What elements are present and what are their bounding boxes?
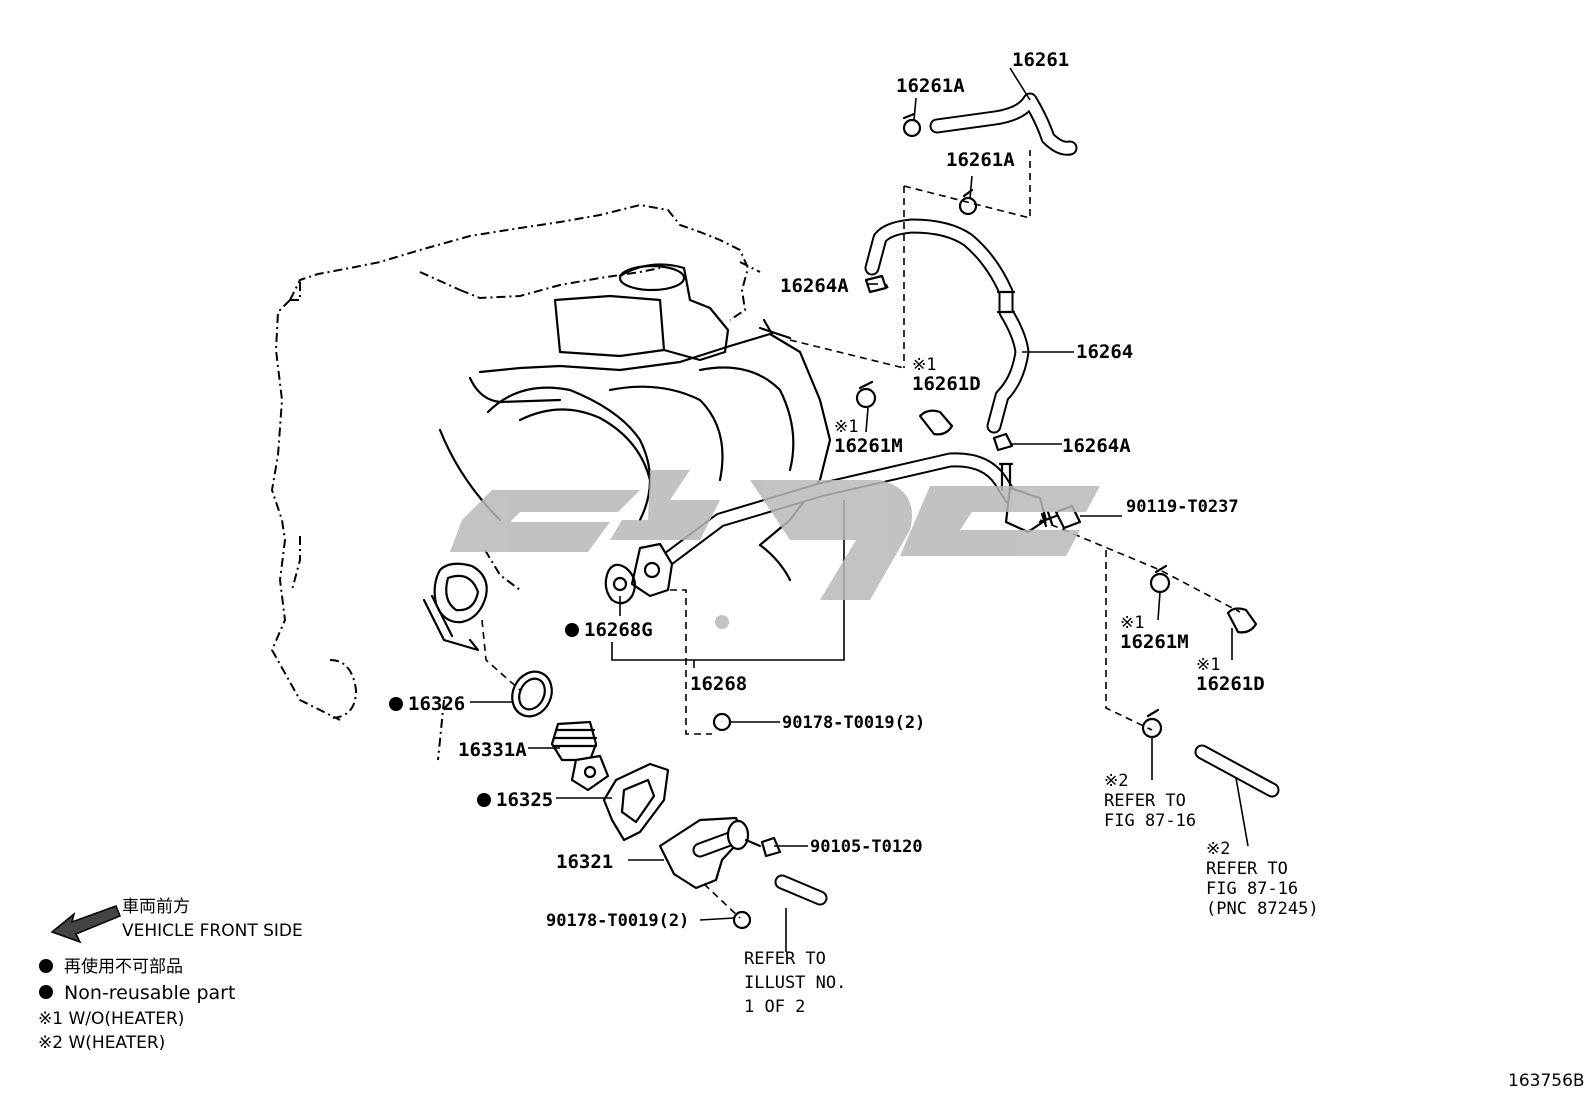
gasket-16268G xyxy=(604,563,637,605)
water-inlet-16321 xyxy=(658,816,750,890)
label-16321: 16321 xyxy=(556,851,613,873)
mark-1-b: ※1 xyxy=(834,417,858,437)
clamp-heater-lower xyxy=(1141,708,1163,739)
mark-1-c: ※1 xyxy=(1120,613,1144,633)
reference-notes: ※2 REFER TO FIG 87-16 ※2 REFER TO FIG 87… xyxy=(744,771,1319,1017)
label-16264: 16264 xyxy=(1076,341,1133,363)
heater-hose-lower xyxy=(1194,744,1280,798)
label-90178-T0019-upper: 90178-T0019(2) xyxy=(782,713,925,733)
hose-16264 xyxy=(864,218,1030,434)
ref1-line1: REFER TO xyxy=(1104,791,1186,811)
non-reusable-bullet-icon-jp xyxy=(39,959,53,973)
non-reusable-bullet-icon-en xyxy=(39,985,53,999)
legend-front-en: VEHICLE FRONT SIDE xyxy=(122,921,303,941)
seal-16326 xyxy=(511,670,553,718)
clamp-16264A-lower xyxy=(992,432,1014,452)
clamp-16261M-upper xyxy=(855,380,877,409)
figure-id: 163756B xyxy=(1508,1071,1585,1091)
nut-90178-T0019-upper xyxy=(712,712,732,732)
part-labels: 16261 16261A 16261A 16264A 16264 ※1 1626… xyxy=(389,49,1265,931)
gasket-16325 xyxy=(602,762,670,842)
label-16261A-mid: 16261A xyxy=(946,149,1015,171)
mark-2-b: ※2 xyxy=(1206,839,1230,859)
label-90119-T0237: 90119-T0237 xyxy=(1126,497,1239,517)
non-reusable-marker-16326 xyxy=(389,697,403,711)
clamp-16261A-mid xyxy=(958,188,978,216)
label-16264A-upper: 16264A xyxy=(780,275,849,297)
thermostat-16331A xyxy=(550,720,610,792)
label-16264A-lower: 16264A xyxy=(1062,435,1131,457)
label-16261: 16261 xyxy=(1012,49,1069,71)
label-16268: 16268 xyxy=(690,673,747,695)
radiator-hose-inlet xyxy=(774,874,828,906)
cap-16261D-upper xyxy=(918,409,954,436)
clamp-16261M-right xyxy=(1149,564,1171,594)
nut-90178-T0019-lower xyxy=(732,910,752,930)
legend-front-jp: 車両前方 xyxy=(122,897,190,917)
label-16326: 16326 xyxy=(408,693,465,715)
label-16261D-right: 16261D xyxy=(1196,673,1265,695)
mark-1-d: ※1 xyxy=(1196,655,1220,675)
label-90178-T0019-lower: 90178-T0019(2) xyxy=(546,911,689,931)
label-16261M-right: 16261M xyxy=(1120,631,1189,653)
clamp-16261A-top xyxy=(902,112,922,138)
non-reusable-marker-16325 xyxy=(477,793,491,807)
ref3-line1: REFER TO xyxy=(744,949,826,969)
label-16261A-top: 16261A xyxy=(896,75,965,97)
ref2-line3: (PNC 87245) xyxy=(1206,899,1319,919)
ref3-line3: 1 OF 2 xyxy=(744,997,805,1017)
ref2-line1: REFER TO xyxy=(1206,859,1288,879)
vehicle-front-arrow-icon xyxy=(50,905,121,944)
legend-note2: ※2 W(HEATER) xyxy=(38,1033,165,1053)
label-16331A: 16331A xyxy=(458,739,527,761)
label-16268G: 16268G xyxy=(584,619,653,641)
ref3-line2: ILLUST NO. xyxy=(744,973,846,993)
assembly-dash-lines xyxy=(481,150,1241,919)
legend: 車両前方 VEHICLE FRONT SIDE 再使用不可部品 Non-reus… xyxy=(38,897,303,1053)
ref2-line2: FIG 87-16 xyxy=(1206,879,1298,899)
non-reusable-marker-16268G xyxy=(565,623,579,637)
mark-2-a: ※2 xyxy=(1104,771,1128,791)
cap-16261D-right xyxy=(1226,607,1258,634)
engine-block-outline xyxy=(270,203,761,761)
water-inlet-bracket xyxy=(422,562,488,652)
bolt-90105-T0120 xyxy=(744,836,782,858)
mark-1-a: ※1 xyxy=(912,355,936,375)
label-90105-T0120: 90105-T0120 xyxy=(810,837,923,857)
label-16261D-upper: 16261D xyxy=(912,373,981,395)
legend-nonreuse-en: Non-reusable part xyxy=(64,982,235,1004)
label-16325: 16325 xyxy=(496,789,553,811)
label-16261M-upper: 16261M xyxy=(834,435,903,457)
watermark-logo xyxy=(450,470,1100,629)
ref1-line2: FIG 87-16 xyxy=(1104,811,1196,831)
legend-note1: ※1 W/O(HEATER) xyxy=(38,1009,184,1029)
hose-16261 xyxy=(929,67,1078,156)
legend-nonreuse-jp: 再使用不可部品 xyxy=(64,956,183,977)
